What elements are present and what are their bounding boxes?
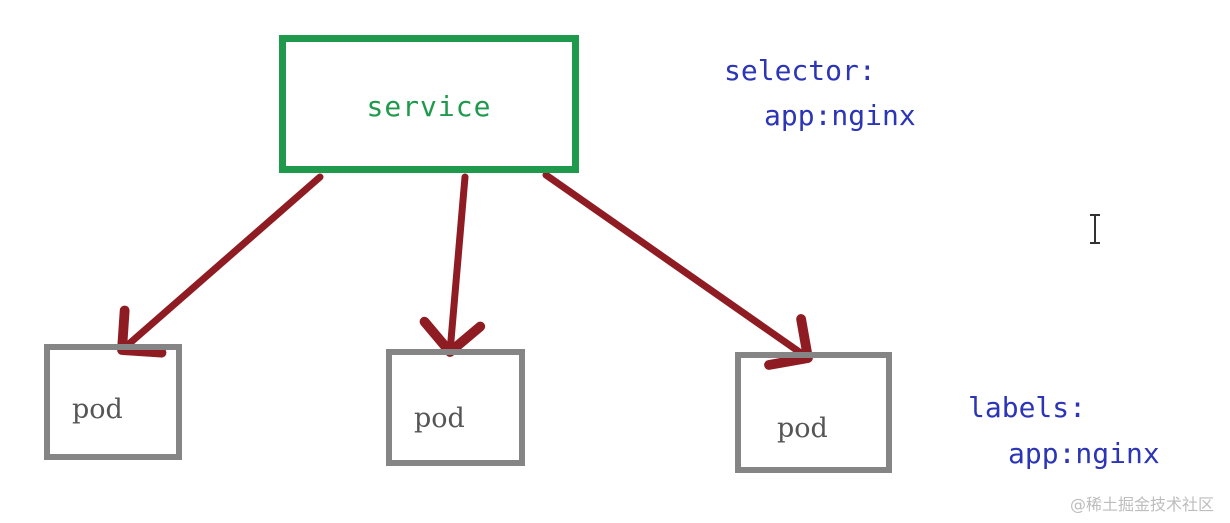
pod-label-2: pod [414, 403, 465, 434]
labels-heading: labels: [968, 391, 1087, 424]
selector-heading: selector: [724, 54, 876, 87]
pod-label-1: pod [72, 394, 123, 425]
watermark-text: @稀土掘金技术社区 [1069, 495, 1214, 514]
labels-value: app:nginx [1008, 437, 1160, 470]
service-label: service [366, 90, 492, 123]
arrow-service-to-pod-2 [419, 173, 486, 357]
pod-box-2 [386, 349, 525, 466]
arrow-service-to-pod-1 [117, 173, 324, 358]
pod-box-1 [44, 344, 182, 460]
selector-value: app:nginx [764, 99, 916, 132]
arrow-service-to-pod-3 [542, 171, 813, 370]
pod-label-3: pod [777, 413, 828, 444]
service-box: service [279, 35, 579, 173]
text-cursor-icon [1090, 214, 1100, 244]
pod-box-3 [735, 352, 892, 473]
